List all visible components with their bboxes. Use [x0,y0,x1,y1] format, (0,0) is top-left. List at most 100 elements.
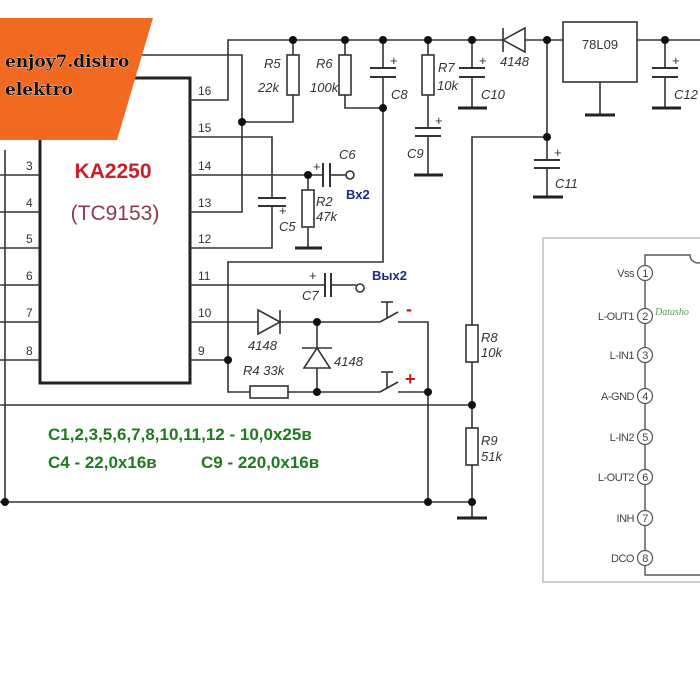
c5-label: C5 [279,219,296,234]
svg-text:+: + [554,145,562,160]
pin-circle [636,346,654,364]
diode-vertical-label: 4148 [334,354,364,369]
pin-label: 12 [198,232,212,246]
ground-symbols [295,106,681,520]
output-terminal [355,283,365,293]
pin-label: 9 [198,344,205,358]
input-label: Вх2 [346,187,370,202]
component-labels: R5 22k R6 100k R7 10k R2 47k R4 33k R8 1… [243,53,699,464]
wires [0,39,700,518]
resistor-r4 [249,385,289,399]
svg-text:+: + [390,53,398,68]
resistor-r9 [465,427,479,466]
datasheet-pin: 3 L-IN1 [610,346,654,364]
regulator-label: 78L09 [582,37,618,52]
c10-label: C10 [481,87,506,102]
pin-label: 11 [198,269,211,283]
resistor-r7 [421,54,435,96]
ic-alt-name: (TC9153) [71,202,160,225]
input-terminal [345,170,355,180]
plus-label: + [405,369,416,389]
pin-name: A-GND [601,391,635,403]
svg-text:+: + [313,159,321,174]
resistor-r2 [301,189,315,228]
pin-label: 8 [26,344,33,358]
datasheet-pin: 4 A-GND [601,387,654,405]
pin-circle [636,387,654,405]
pin-number: 2 [642,311,648,323]
svg-text:+: + [672,53,680,68]
r2-value: 47k [316,209,338,224]
junctions [1,36,669,506]
pin-number: 8 [642,553,648,565]
svg-text:+: + [279,203,287,218]
ic-left-pins: 3 4 5 6 7 8 [0,159,40,361]
resistor-r8 [465,324,479,363]
pin-name: L-IN1 [610,350,635,362]
r6-ref: R6 [316,56,333,71]
datasheet-pin: 2L-OUT1 [598,307,654,325]
capacitor-note-2: C4 - 22,0x16в [48,453,157,472]
resistor-r5 [286,54,300,96]
datasheet-pins: 1 Vss 2L-OUT1 3 L-IN1 4 A-GND 5L-IN2 6 L-OUT2 7INH… [598,264,654,567]
pin-name: L-OUT2 [598,472,635,484]
pin-label: 3 [26,159,33,173]
pin-circle [636,428,654,446]
datasheet-pin: 5L-IN2 [610,428,654,446]
diode-forward-label: 4148 [248,338,278,353]
r5-ref: R5 [264,56,281,71]
r8-value: 10k [481,345,503,360]
banner-line-2: elektro [5,80,73,100]
capacitor-note-1: C1,2,3,5,6,7,8,10,11,12 - 10,0x25в [48,425,312,444]
pin-number: 3 [642,350,648,362]
minus-label: - [406,299,412,319]
pin-label: 4 [26,196,33,210]
pin-number: 5 [642,432,648,444]
diode-top-label: 4148 [500,54,530,69]
banner-line-1: enjoy7.distro [5,52,129,72]
pin-number: 1 [642,268,648,280]
resistors [249,54,479,466]
r9-ref: R9 [481,433,498,448]
pin-label: 7 [26,306,33,320]
watermark-banner: enjoy7.distro elektro [0,18,153,140]
c6-label: C6 [339,147,356,162]
pin-number: 7 [642,513,648,525]
pin-label: 5 [26,232,33,246]
pin-number: 6 [642,472,648,484]
pin-name: Vss [617,268,635,280]
r4-label: R4 33k [243,363,286,378]
pin-circle [636,307,654,325]
c11-label: C11 [555,176,578,191]
output-label: Вых2 [372,268,407,283]
r7-value: 10k [437,78,459,93]
regulator-body [562,21,638,83]
pin-circle [636,509,654,527]
diode-top-icon [501,26,526,54]
datasheet-pin: 1 Vss [617,264,654,282]
pin-circle [636,549,654,567]
button-minus [379,311,399,323]
pin-label: 10 [198,306,212,320]
diode-forward-icon [257,308,282,336]
diodes [257,26,526,369]
c9-label: C9 [407,146,424,161]
pin-number: 4 [642,391,648,403]
button-plus [379,381,399,393]
svg-text:+: + [309,268,317,283]
datasheet-watermark: Datasho [654,307,689,318]
capacitor-note-3: C9 - 220,0x16в [201,453,319,472]
r7-ref: R7 [438,60,455,75]
ic-right-pins: 16 15 14 13 12 11 10 9 [198,84,212,358]
r2-ref: R2 [316,194,333,209]
datasheet-panel: Datasho [542,237,700,583]
c12-label: C12 [674,87,699,102]
push-buttons[interactable] [379,301,399,393]
ic-name: KA2250 [74,160,151,183]
svg-text:+: + [435,113,443,128]
r8-ref: R8 [481,330,498,345]
r9-value: 51k [481,449,503,464]
